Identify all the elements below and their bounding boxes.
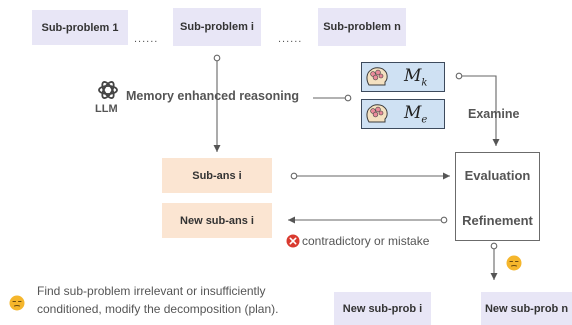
brain-icon xyxy=(366,104,388,123)
new-sub-ans-box: New sub-ans i xyxy=(162,203,272,238)
subproblem-n-box: Sub-problem n xyxy=(318,8,406,46)
memory-enhanced-reasoning-label: Memory enhanced reasoning xyxy=(126,89,299,103)
brain-icon xyxy=(366,67,388,86)
memory-k-symbol: Mk xyxy=(404,65,428,89)
examine-label: Examine xyxy=(468,107,520,121)
decomposition-note-line-2: conditioned, modify the decomposition (p… xyxy=(37,302,279,316)
subproblem-1-label: Sub-problem 1 xyxy=(41,21,119,34)
evaluation-label: Evaluation xyxy=(464,168,531,183)
memory-e-box: Me xyxy=(361,99,445,129)
memory-e-symbol: Me xyxy=(404,102,428,126)
unamused-face-icon xyxy=(506,255,522,271)
new-subprob-i-label: New sub-prob i xyxy=(342,302,423,315)
evaluator-box: Evaluation Refinement xyxy=(455,152,540,241)
decomposition-note: Find sub-problem irrelevant or insuffici… xyxy=(37,282,278,318)
llm-label: LLM xyxy=(95,103,118,115)
examine-connector xyxy=(462,75,500,146)
refinement-connector-node xyxy=(440,216,448,224)
new-sub-ans-label: New sub-ans i xyxy=(180,214,254,227)
reasoning-connector-node xyxy=(344,94,352,102)
subproblem-n-label: Sub-problem n xyxy=(323,21,401,33)
subproblem-i-label: Sub-problem i xyxy=(180,21,254,33)
subans-connector-node xyxy=(290,172,298,180)
llm-logo-icon xyxy=(98,81,118,99)
decomposition-note-line-1: Find sub-problem irrelevant or insuffici… xyxy=(37,284,266,298)
new-subprob-n-box: New sub-prob n xyxy=(481,292,572,325)
new-subprob-i-box: New sub-prob i xyxy=(334,292,431,325)
refinement-label: Refinement xyxy=(462,212,533,228)
subproblem-connector-node xyxy=(213,54,221,62)
ellipsis-right: ...... xyxy=(278,33,303,45)
sub-ans-label: Sub-ans i xyxy=(192,169,242,182)
subproblem-1-box: Sub-problem 1 xyxy=(32,10,128,45)
new-subprob-n-label: New sub-prob n xyxy=(484,302,569,315)
contradiction-label: contradictory or mistake xyxy=(302,234,430,248)
sub-ans-box: Sub-ans i xyxy=(162,158,272,193)
subproblem-i-box: Sub-problem i xyxy=(173,8,261,46)
unamused-face-icon xyxy=(9,295,25,311)
error-icon xyxy=(286,234,300,248)
memory-k-connector-node xyxy=(455,72,463,80)
evaluator-connector-node xyxy=(490,242,498,250)
memory-k-box: Mk xyxy=(361,62,445,92)
ellipsis-left: ...... xyxy=(134,33,159,45)
